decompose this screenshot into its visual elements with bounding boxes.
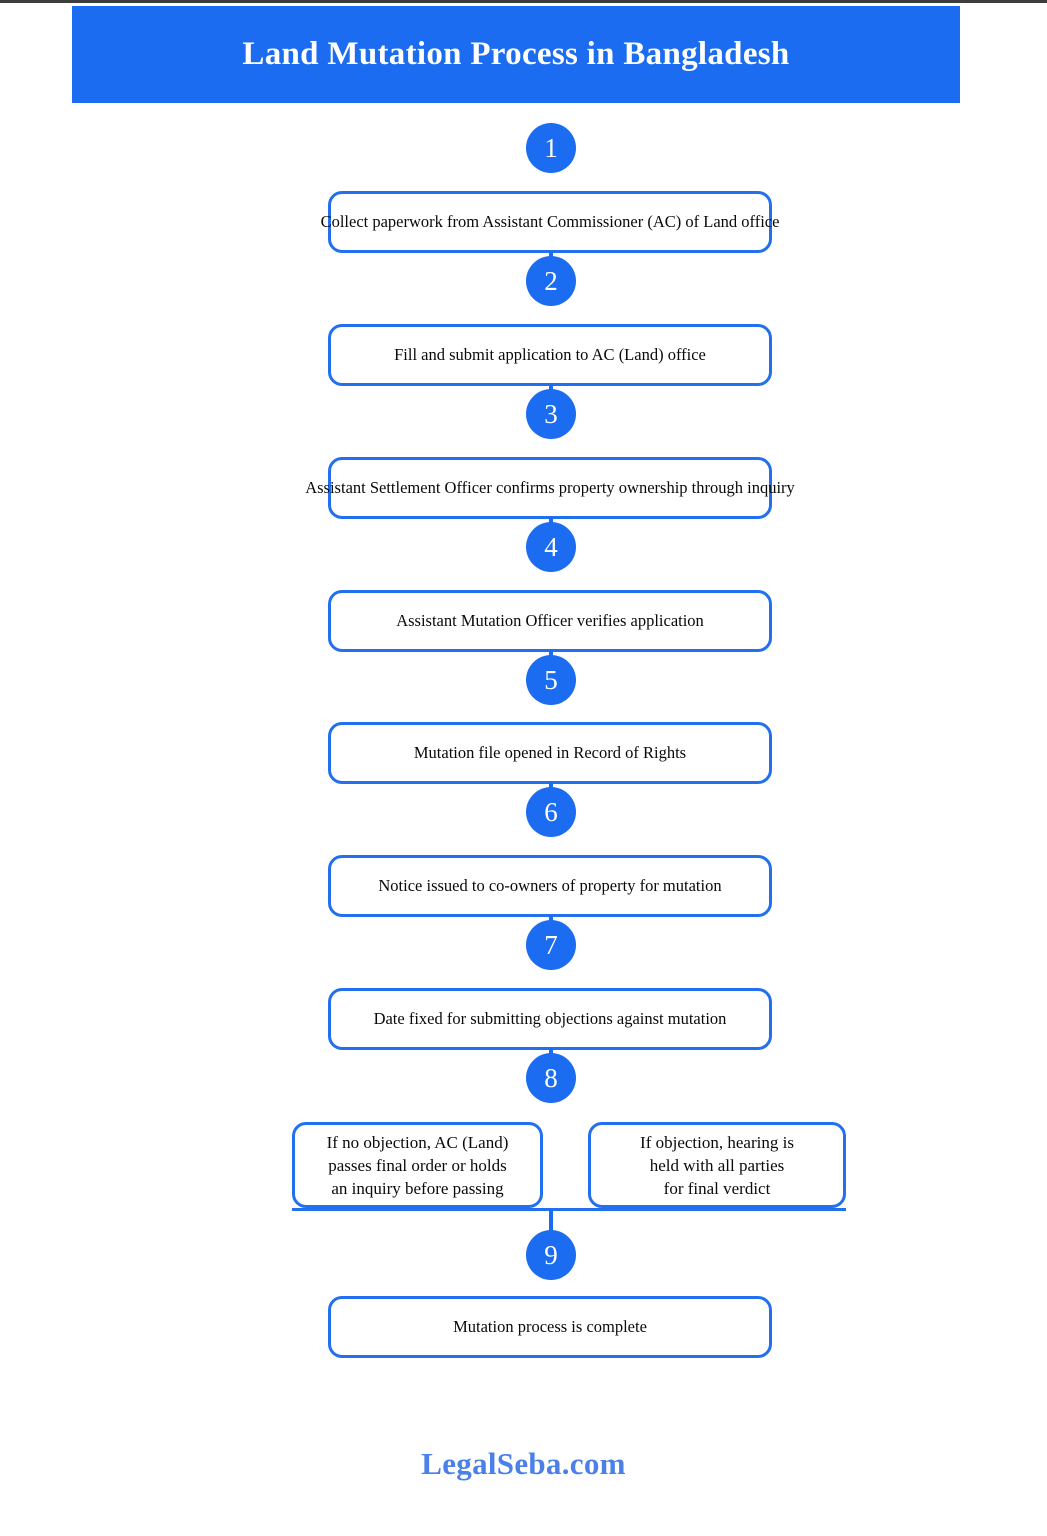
connector-7-8 (549, 1048, 553, 1055)
step-box-7: Date fixed for submitting objections aga… (328, 988, 772, 1050)
connector-2-3 (549, 384, 553, 391)
branch-objection-text: If objection, hearing is held with all p… (640, 1132, 794, 1198)
footer: LegalSeba.com (0, 1446, 1047, 1482)
connector-8-9 (549, 1209, 553, 1233)
step-circle-7: 7 (526, 920, 576, 970)
connector-1-2 (549, 251, 553, 258)
branch-no-objection-text: If no objection, AC (Land) passes final … (326, 1132, 509, 1198)
step-circle-2: 2 (526, 256, 576, 306)
step-number-7: 7 (544, 929, 558, 960)
step-box-5: Mutation file opened in Record of Rights (328, 722, 772, 784)
step-circle-8: 8 (526, 1053, 576, 1103)
step-box-9: Mutation process is complete (328, 1296, 772, 1358)
step-number-2: 2 (544, 265, 558, 296)
connector-3-4 (549, 517, 553, 524)
brand-logo: LegalSeba.com (421, 1446, 626, 1481)
connector-5-6 (549, 782, 553, 789)
step-circle-4: 4 (526, 522, 576, 572)
step-label-3: Assistant Settlement Officer confirms pr… (305, 478, 795, 497)
page-title: Land Mutation Process in Bangladesh (242, 36, 790, 72)
step-number-1: 1 (544, 132, 558, 163)
step-circle-1: 1 (526, 123, 576, 173)
step-label-6: Notice issued to co-owners of property f… (378, 876, 722, 895)
branch-box-no-objection: If no objection, AC (Land) passes final … (292, 1122, 543, 1208)
window-top-edge (0, 0, 1047, 3)
branch-merge-line (292, 1208, 846, 1211)
connector-6-7 (549, 915, 553, 922)
step-circle-9: 9 (526, 1230, 576, 1280)
step-label-4: Assistant Mutation Officer verifies appl… (396, 611, 704, 630)
title-banner: Land Mutation Process in Bangladesh (72, 6, 960, 103)
step-label-1: Collect paperwork from Assistant Commiss… (320, 212, 780, 231)
step-number-8: 8 (544, 1062, 558, 1093)
connector-4-5 (549, 650, 553, 657)
step-box-2: Fill and submit application to AC (Land)… (328, 324, 772, 386)
step-label-9: Mutation process is complete (453, 1317, 647, 1336)
branch-box-objection: If objection, hearing is held with all p… (588, 1122, 846, 1208)
step-box-6: Notice issued to co-owners of property f… (328, 855, 772, 917)
step-number-3: 3 (544, 398, 558, 429)
step-box-3: Assistant Settlement Officer confirms pr… (305, 457, 795, 519)
step-number-6: 6 (544, 796, 558, 827)
step-circle-3: 3 (526, 389, 576, 439)
step-box-4: Assistant Mutation Officer verifies appl… (328, 590, 772, 652)
step-circle-5: 5 (526, 655, 576, 705)
step-label-2: Fill and submit application to AC (Land)… (394, 345, 706, 364)
step-number-4: 4 (544, 531, 558, 562)
step-number-9: 9 (544, 1239, 558, 1270)
step-number-5: 5 (544, 664, 558, 695)
step-box-1: Collect paperwork from Assistant Commiss… (321, 191, 779, 253)
step-circle-6: 6 (526, 787, 576, 837)
step-label-7: Date fixed for submitting objections aga… (373, 1009, 727, 1028)
step-label-5: Mutation file opened in Record of Rights (413, 743, 687, 762)
